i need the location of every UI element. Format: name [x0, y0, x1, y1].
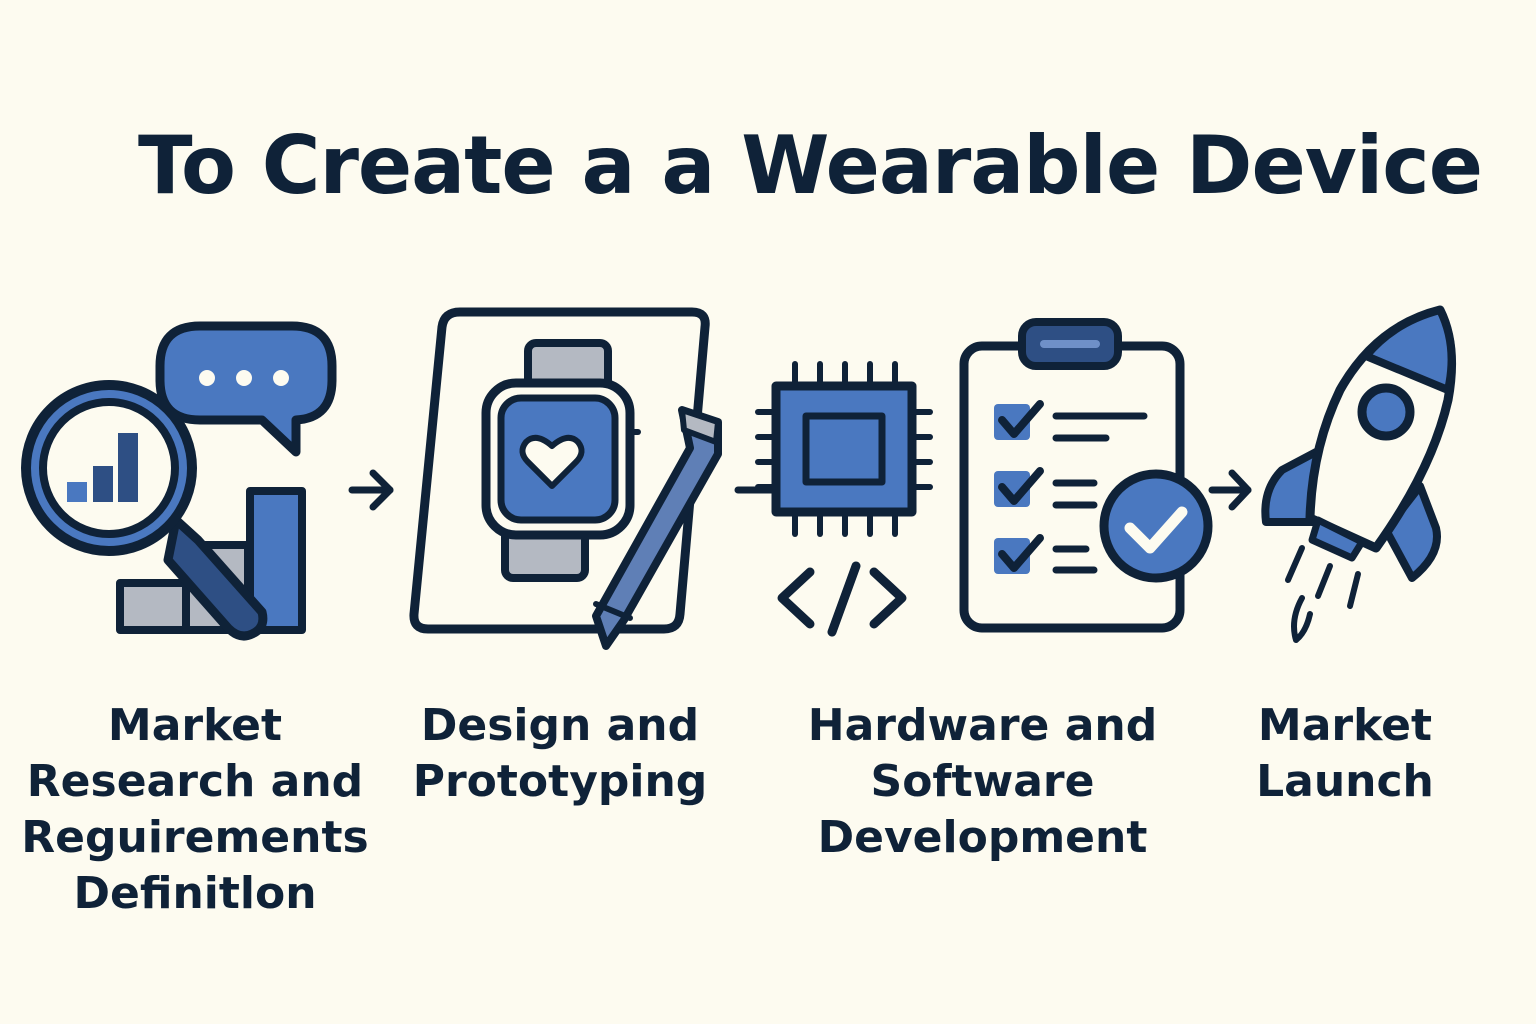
bar-chart-bar — [246, 487, 306, 634]
step-label-line: Definitlon — [73, 868, 317, 919]
code-brackets-icon — [777, 561, 907, 637]
step-label-line: Prototyping — [412, 756, 708, 807]
speech-dot — [273, 370, 289, 386]
step-label-line: Launch — [1256, 756, 1434, 807]
bar-chart-bar — [116, 579, 190, 634]
step-label-line: Development — [817, 812, 1148, 863]
chip-code-checklist-icon — [734, 318, 1213, 637]
step-label-hardware-software: Hardware and Software Development — [790, 698, 1175, 866]
check-badge-icon — [1099, 469, 1213, 583]
magnifier-handle — [163, 515, 268, 641]
step-label-market-launch: Market Launch — [1215, 698, 1475, 810]
exhaust-lines — [1285, 545, 1361, 643]
arrow-right-icon — [1208, 469, 1252, 511]
speech-dot — [199, 370, 215, 386]
speech-bubble-icon — [155, 321, 337, 457]
magnifier-chart-speech-icon — [21, 321, 337, 641]
step-label-line: Market — [107, 700, 283, 751]
page-title: To Create a a Wearable Device — [138, 119, 1483, 212]
smartwatch-sketch-pen-icon — [409, 307, 722, 650]
lens-chart-bar — [93, 466, 113, 502]
step-label-line: Research and — [26, 756, 364, 807]
rocket-fin — [1382, 482, 1441, 582]
step-label-line: Design and — [420, 700, 700, 751]
lens-chart-bar — [67, 482, 87, 502]
step-label-line: Hardware and — [807, 700, 1158, 751]
microchip-icon — [771, 381, 917, 517]
checklist — [994, 400, 1148, 574]
step-label-line: Reguirements — [21, 812, 369, 863]
step-label-line: Software — [870, 756, 1095, 807]
rocket-window — [1357, 383, 1415, 441]
speech-dot — [236, 370, 252, 386]
lens-chart-bar — [118, 433, 138, 502]
heart-icon — [519, 434, 585, 489]
step-label-market-research: Market Research and Reguirements Definit… — [0, 698, 390, 922]
rocket-icon — [1261, 305, 1457, 643]
arrow-right-icon — [348, 469, 394, 511]
step-label-line: Market — [1257, 700, 1433, 751]
step-label-design-prototyping: Design and Prototyping — [390, 698, 730, 810]
